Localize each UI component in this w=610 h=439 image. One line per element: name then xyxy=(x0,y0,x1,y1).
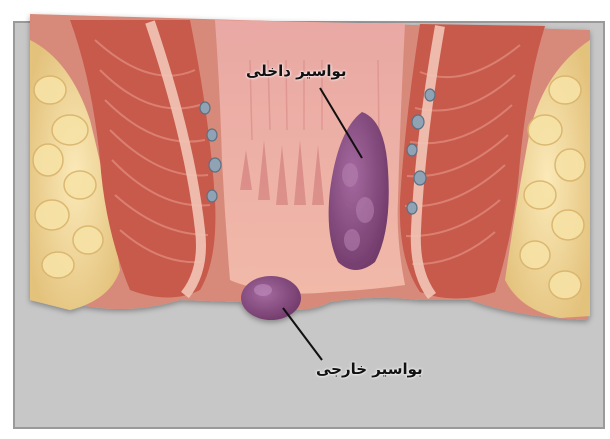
external-hemorrhoid xyxy=(241,276,301,320)
anal-canal-cross-section xyxy=(30,14,590,320)
external-hemorrhoid-label: بواسیر خارجی xyxy=(316,360,423,378)
internal-hemorrhoid-label: بواسیر داخلی xyxy=(246,62,347,80)
